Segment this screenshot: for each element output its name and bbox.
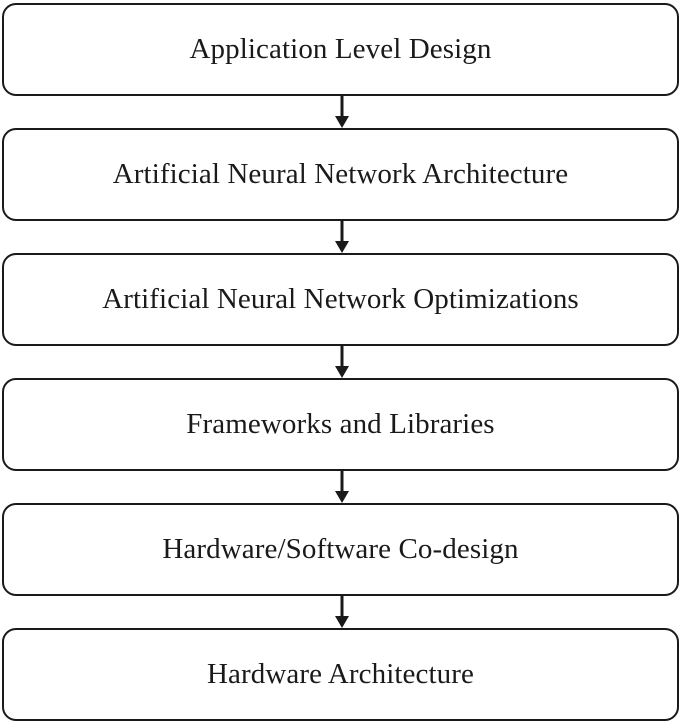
step-label: Artificial Neural Network Architecture bbox=[112, 158, 569, 190]
step-box-application-level-design: Application Level Design bbox=[2, 3, 679, 96]
step-box-hardware-architecture: Hardware Architecture bbox=[2, 628, 679, 721]
down-arrow-icon bbox=[335, 221, 349, 253]
down-arrow-icon bbox=[335, 596, 349, 628]
step-label: Artificial Neural Network Optimizations bbox=[102, 283, 579, 315]
step-label: Frameworks and Libraries bbox=[186, 408, 495, 440]
down-arrow-icon bbox=[335, 96, 349, 128]
step-box-hw-sw-codesign: Hardware/Software Co-design bbox=[2, 503, 679, 596]
step-box-ann-architecture: Artificial Neural Network Architecture bbox=[2, 128, 679, 221]
step-box-ann-optimizations: Artificial Neural Network Optimizations bbox=[2, 253, 679, 346]
step-label: Application Level Design bbox=[189, 33, 492, 65]
down-arrow-icon bbox=[335, 346, 349, 378]
step-box-frameworks-libraries: Frameworks and Libraries bbox=[2, 378, 679, 471]
step-label: Hardware Architecture bbox=[207, 658, 474, 690]
down-arrow-icon bbox=[335, 471, 349, 503]
step-label: Hardware/Software Co-design bbox=[162, 533, 519, 565]
